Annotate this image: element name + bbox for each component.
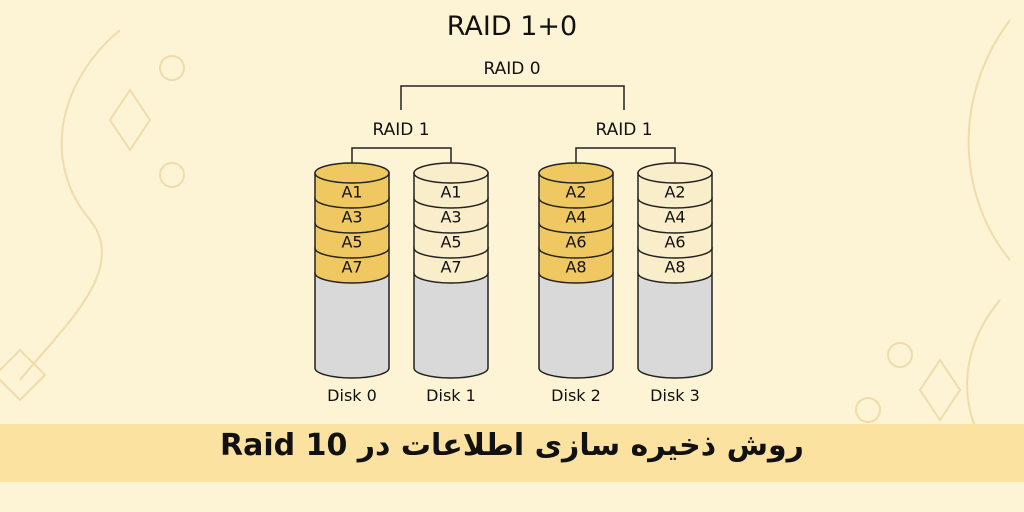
block-label: A2 (664, 183, 685, 202)
disk-empty-space (413, 272, 489, 379)
block-label: A5 (440, 233, 461, 252)
disk-empty-space (538, 272, 614, 379)
banner-title: روش ذخیره سازی اطلاعات در Raid 10 (220, 428, 804, 463)
block-label: A6 (664, 233, 685, 252)
block-label: A3 (440, 208, 461, 227)
block-label: A1 (341, 183, 362, 202)
block-label: A8 (565, 258, 586, 277)
raid1-connector-left (351, 147, 452, 166)
disk-top (413, 162, 489, 184)
raid1-label-left: RAID 1 (372, 120, 429, 140)
block-label: A8 (664, 258, 685, 277)
disk-top (637, 162, 713, 184)
diagram-title: RAID 1+0 (447, 11, 577, 42)
raid1-connector-right (575, 147, 676, 166)
disk-top (314, 162, 390, 184)
disk-label: Disk 0 (327, 386, 377, 405)
disk-label: Disk 2 (551, 386, 601, 405)
disk-empty-space (314, 272, 390, 379)
disk-label: Disk 3 (650, 386, 700, 405)
disk-empty-space (637, 272, 713, 379)
disk-top (538, 162, 614, 184)
block-label: A1 (440, 183, 461, 202)
block-label: A7 (440, 258, 461, 277)
block-label: A4 (664, 208, 685, 227)
raid0-connector (400, 85, 625, 110)
block-label: A4 (565, 208, 586, 227)
block-label: A5 (341, 233, 362, 252)
raid1-label-right: RAID 1 (595, 120, 652, 140)
background-decoration (0, 19, 1011, 481)
block-label: A3 (341, 208, 362, 227)
disk-label: Disk 1 (426, 386, 476, 405)
title-banner (0, 424, 1024, 482)
block-label: A6 (565, 233, 586, 252)
raid0-label: RAID 0 (483, 59, 540, 79)
block-label: A2 (565, 183, 586, 202)
block-label: A7 (341, 258, 362, 277)
